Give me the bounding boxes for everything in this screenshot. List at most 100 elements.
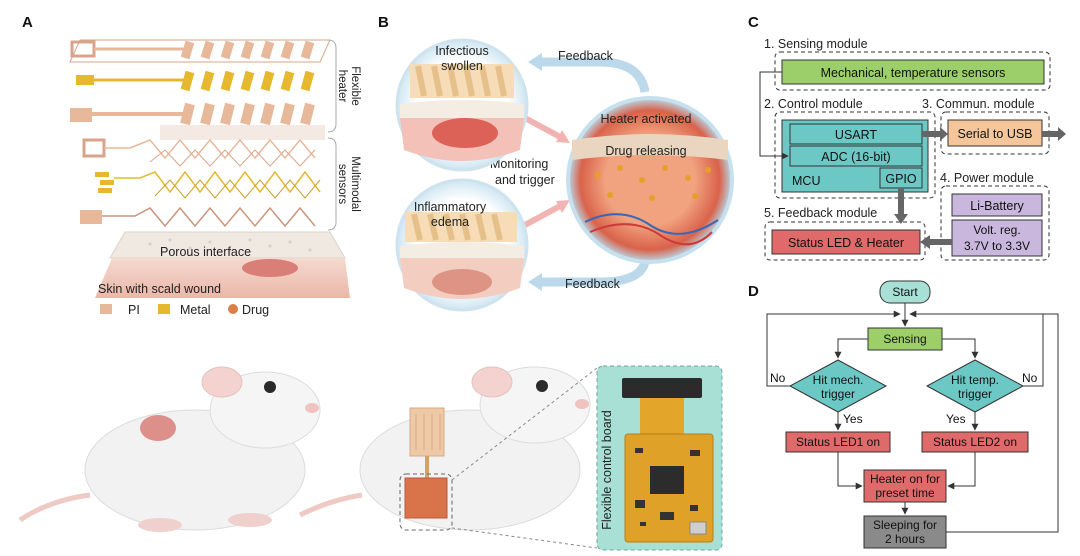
monitoring-label: Monitoring and trigger (490, 157, 555, 187)
eye-icon (264, 381, 276, 393)
sensor-layer-pi (82, 138, 316, 167)
hit-mech-label-1: Hit mech. (813, 373, 864, 387)
rat-right (298, 366, 598, 549)
no-right-label: No (1022, 371, 1038, 385)
tail-icon (18, 492, 91, 523)
pores (148, 238, 312, 252)
mcu-chip-icon (650, 466, 684, 494)
serial-out-arrow (1042, 127, 1066, 141)
sensor-bracket (327, 137, 337, 231)
porous-interface-label: Porous interface (160, 245, 251, 259)
circle-infectious: Infectious swollen (395, 38, 529, 172)
feedback-top-label: Feedback (558, 49, 614, 63)
hit-mech-label-2: trigger (821, 387, 855, 401)
status-heater-box (771, 229, 921, 255)
trigger-arrow-bottom (523, 202, 564, 228)
hit-temp-label-2: trigger (958, 387, 992, 401)
usb-port-icon (689, 521, 707, 535)
led1-label: Status LED1 on (796, 435, 880, 449)
sensing-label: Sensing (883, 332, 926, 346)
multimodal-sensors-label: Multimodal sensors (336, 156, 361, 212)
heater-layer-pi-top (69, 39, 331, 63)
flexible-heater-label: Flexible heater (336, 66, 361, 106)
control-board-inset: Flexible control board (596, 365, 723, 551)
svg-text:Flexible control board: Flexible control board (600, 410, 614, 530)
legend-drug-swatch (228, 304, 238, 314)
led2-label: Status LED2 on (933, 435, 1017, 449)
no-loop-left (766, 310, 901, 387)
serial-usb-box (947, 119, 1043, 147)
sensors-label: Mechanical, temperature sensors (821, 66, 1006, 80)
power-module-box (940, 185, 1050, 261)
heater-layer-pi-bottom (70, 102, 315, 126)
battery-box (951, 193, 1043, 217)
heater-on-node (863, 469, 947, 503)
power-module-label: 4. Power module (940, 171, 1034, 185)
usart-serial-arrow (922, 127, 948, 141)
adc-box (789, 145, 923, 167)
board-label: Flexible control board (600, 410, 614, 530)
legend: PI Metal Drug (100, 303, 269, 317)
panel-b: B Feedback Feedback Monitoring and trigg… (378, 14, 734, 312)
skin-label: Skin with scald wound (98, 282, 221, 296)
svg-text:Inflammatory: Inflammatory (414, 200, 487, 214)
flex-cable-icon (640, 398, 684, 434)
sleeping-node (863, 515, 947, 549)
panel-letter-b: B (378, 14, 389, 31)
tail-icon (298, 492, 363, 518)
nose-icon (305, 403, 319, 413)
sensors-box (781, 59, 1045, 85)
board-on-rat-icon (404, 477, 448, 519)
no-loop-right (909, 310, 1044, 387)
svg-text:Multimodal: Multimodal (349, 156, 361, 212)
feedback-bottom-label: Feedback (565, 277, 621, 291)
svg-text:Flexible: Flexible (349, 66, 361, 106)
legend-drug: Drug (242, 303, 269, 317)
commun-module-label: 3. Commun. module (922, 97, 1035, 111)
circle-inflammatory: Inflammatory edema (395, 178, 529, 312)
sensor-layer-metal (95, 170, 321, 199)
panel-letter-d: D (748, 283, 759, 300)
gpio-down-arrow (894, 188, 908, 224)
svg-text:and trigger: and trigger (495, 173, 555, 187)
panel-c: C 1. Sensing module 2. Control module 3.… (748, 14, 1066, 261)
legend-pi: PI (128, 303, 140, 317)
sleep-loop (946, 313, 1059, 533)
usart-label: USART (835, 128, 878, 142)
panel-letter-c: C (748, 14, 759, 31)
volt-reg-label-2: 3.7V to 3.3V (964, 239, 1030, 253)
volt-reg-box (951, 219, 1043, 257)
sensor-layer-pi-bottom (80, 206, 316, 228)
inflammatory-label: Inflammatory edema (414, 200, 487, 229)
sleeping-label-1: Sleeping for (873, 518, 937, 532)
heater-bracket (327, 39, 337, 133)
start-label: Start (892, 285, 918, 299)
drug-releasing-label: Drug releasing (605, 144, 686, 158)
svg-text:heater: heater (336, 70, 348, 103)
no-left-label: No (770, 371, 786, 385)
nose-icon (575, 399, 589, 409)
hit-temp-label-1: Hit temp. (951, 373, 999, 387)
sleeping-label-2: 2 hours (885, 532, 925, 546)
heater-substrate (160, 125, 325, 140)
board-highlight (399, 473, 453, 531)
yes-left-label: Yes (843, 412, 863, 426)
scald-wound (242, 259, 298, 277)
feedback-arrow-bottom (535, 260, 650, 287)
ear-icon (471, 366, 513, 398)
adc-label: ADC (16-bit) (821, 150, 890, 164)
ear-icon (201, 366, 243, 398)
feedback-module-label: 5. Feedback module (764, 206, 877, 220)
svg-text:Infectious: Infectious (435, 44, 489, 58)
sensing-module-label: 1. Sensing module (764, 37, 868, 51)
serial-usb-label: Serial to USB (957, 127, 1032, 141)
mcu-label: MCU (792, 174, 820, 188)
heater-layer-metal (76, 70, 315, 92)
heater-on-label-1: Heater on for (870, 472, 940, 486)
panel-a: A (22, 14, 361, 317)
yes-right-label: Yes (946, 412, 966, 426)
circle-heater-activated: Heater activated Drug releasing (566, 96, 734, 264)
battery-label: Li-Battery (970, 199, 1024, 213)
connector-icon (622, 378, 702, 398)
panel-d: D Start Sensing Hit mech. trigger Hit te… (748, 280, 1059, 549)
